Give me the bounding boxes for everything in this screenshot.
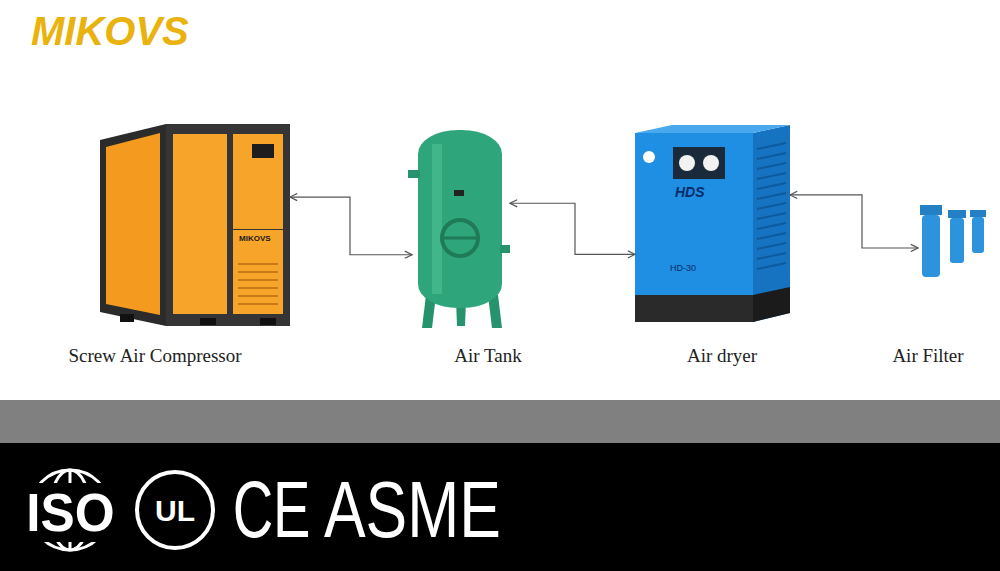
art-shape	[238, 287, 278, 289]
filter-node: Air Filter	[918, 205, 986, 280]
art-shape	[757, 143, 786, 149]
art-shape	[757, 223, 786, 229]
art-shape	[100, 124, 166, 326]
compressor-node: Screw Air Compressor	[100, 122, 290, 327]
art-shape	[950, 218, 964, 263]
art-shape	[500, 245, 510, 253]
art-shape	[238, 263, 278, 265]
brand-plate: MIKOVS	[239, 235, 271, 244]
art-shape	[238, 271, 278, 273]
art-shape	[970, 210, 986, 217]
art-shape	[757, 193, 786, 199]
art-shape	[679, 155, 695, 171]
brand-logo: MIKOVS	[31, 9, 189, 53]
art-shape	[972, 217, 984, 253]
art-shape	[753, 125, 790, 322]
equipment-caption: Screw Air Compressor	[68, 345, 241, 367]
flow-arrow	[290, 197, 412, 255]
art-shape	[757, 253, 786, 259]
art-shape	[753, 287, 790, 322]
art-shape	[922, 215, 940, 277]
art-shape	[252, 144, 274, 158]
art-shape	[757, 153, 786, 159]
art-shape	[442, 220, 478, 256]
tank-node: Air Tank	[412, 130, 510, 328]
art-shape	[948, 210, 966, 218]
art-shape	[418, 130, 502, 308]
art-shape	[635, 295, 753, 322]
iso-mark: ISO	[24, 483, 116, 542]
art-shape	[454, 190, 464, 196]
art-shape	[260, 318, 276, 325]
gray-band	[0, 400, 1000, 443]
black-band	[0, 443, 1000, 571]
equipment-caption: Air Tank	[454, 345, 521, 367]
art-shape	[757, 213, 786, 219]
dryer-brand: HDS	[675, 185, 705, 200]
art-shape	[166, 124, 290, 326]
flow-arrow	[510, 203, 635, 254]
art-shape	[920, 205, 942, 215]
art-shape	[442, 237, 478, 240]
art-shape	[238, 303, 278, 305]
flow-arrow	[790, 195, 918, 248]
art-shape	[120, 314, 134, 322]
ce-mark: CE	[232, 466, 310, 554]
art-shape	[233, 134, 283, 229]
art-shape	[408, 170, 420, 178]
art-shape	[643, 151, 655, 163]
art-shape	[238, 264, 278, 304]
dryer-picture	[635, 125, 790, 322]
art-shape	[432, 144, 442, 294]
model-number: HD-30	[670, 264, 696, 274]
tank-picture	[408, 130, 510, 328]
art-shape	[757, 163, 786, 169]
asme-mark: ASME	[323, 466, 500, 554]
art-shape	[703, 155, 719, 171]
art-shape	[238, 279, 278, 281]
art-shape	[757, 183, 786, 189]
equipment-caption: Air dryer	[687, 345, 757, 367]
art-shape	[635, 125, 790, 133]
dryer-node: Air dryer	[635, 125, 790, 322]
equipment-caption: Air Filter	[892, 345, 963, 367]
art-shape	[238, 295, 278, 297]
compressor-picture	[100, 124, 290, 326]
art-shape	[757, 203, 786, 209]
art-shape	[757, 243, 786, 249]
art-shape	[635, 133, 753, 322]
art-shape	[106, 133, 160, 315]
ul-mark: UL	[155, 494, 195, 527]
art-shape	[233, 230, 283, 314]
art-shape	[173, 134, 227, 314]
art-shape	[757, 233, 786, 239]
art-shape	[757, 143, 786, 269]
filter-picture	[920, 205, 986, 277]
art-shape	[200, 318, 216, 325]
art-shape	[757, 263, 786, 269]
ul-circle	[137, 472, 213, 548]
art-shape	[757, 173, 786, 179]
art-shape	[673, 147, 725, 179]
